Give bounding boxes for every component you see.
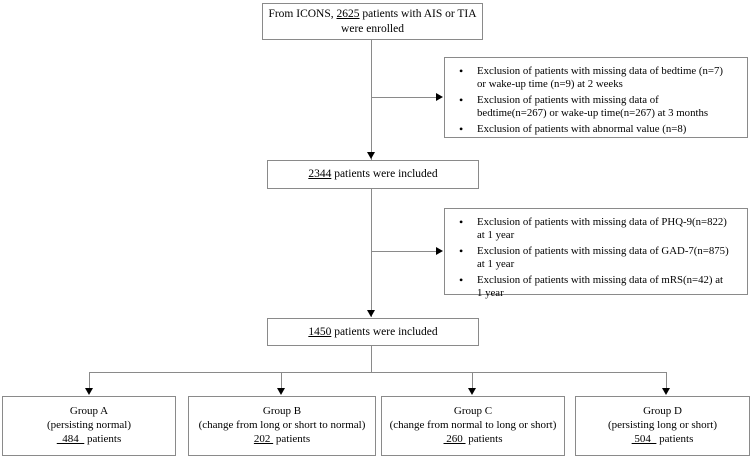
exclusion-2-item-1-line1: Exclusion of patients with missing data …: [477, 216, 727, 228]
node-enrolled-line2: were enrolled: [341, 22, 404, 35]
node-group-a: Group A (persisting normal) 484 patients: [2, 396, 176, 456]
node-included-1450: 1450 patients were included: [267, 318, 479, 346]
group-c-count-suffix: patients: [465, 432, 503, 445]
group-d-name: Group D: [643, 405, 682, 418]
group-d-description: (persisting long or short): [607, 419, 718, 432]
group-b-name: Group B: [262, 405, 302, 418]
group-a-description: (persisting normal): [46, 419, 131, 432]
arrow-to-exclusion-1: [436, 93, 443, 101]
exclusion-2-item-2-line2: at 1 year: [477, 258, 515, 271]
node-included-2344: 2344 patients were included: [267, 160, 479, 189]
node-included-2344-count: 2344: [308, 168, 332, 181]
node-included-1450-line: 1450 patients were included: [308, 325, 437, 339]
connector-drop-group-b: [281, 372, 282, 389]
node-included-2344-text: patients were included: [331, 168, 438, 181]
node-group-c: Group C (change from normal to long or s…: [381, 396, 565, 456]
group-b-count-suffix: patients: [273, 432, 311, 445]
group-a-count-line: 484 patients: [57, 433, 121, 447]
connector-drop-group-c: [472, 372, 473, 389]
arrow-to-group-b: [277, 388, 285, 395]
group-d-count-suffix: patients: [656, 432, 694, 445]
exclusion-1-item-2-line2: bedtime(n=267) or wake-up time(n=267) at…: [477, 107, 709, 120]
exclusion-2-item-3: • Exclusion of patients with missing dat…: [451, 272, 739, 301]
group-b-count-line: 202 patients: [254, 433, 310, 447]
arrow-to-1450: [367, 310, 375, 317]
exclusion-1-list: • Exclusion of patients with missing dat…: [451, 64, 739, 136]
exclusion-2-item-2-line1: Exclusion of patients with missing data …: [477, 244, 729, 257]
group-c-name: Group C: [453, 405, 493, 418]
connector-branch-exclusion-2: [371, 251, 436, 252]
bullet-icon: •: [459, 243, 464, 258]
exclusion-2-item-1-line2: at 1 year: [477, 229, 515, 242]
arrow-to-group-d: [662, 388, 670, 395]
bullet-icon: •: [459, 121, 464, 136]
connector-trunk-3: [371, 346, 372, 373]
node-included-1450-count: 1450: [308, 325, 332, 338]
bullet-icon: •: [459, 215, 464, 229]
node-enrolled-line1: From ICONS, 2625 patients with AIS or TI…: [268, 7, 476, 21]
group-c-count-line: 260 patients: [443, 432, 503, 447]
connector-trunk-2: [371, 189, 372, 317]
exclusion-1-item-2: • Exclusion of patients with missing dat…: [451, 92, 739, 121]
exclusion-2-item-3-line1: Exclusion of patients with missing data …: [477, 273, 723, 286]
node-group-d: Group D (persisting long or short) 504 p…: [575, 396, 750, 456]
node-group-b: Group B (change from long or short to no…: [188, 396, 376, 456]
node-included-2344-line: 2344 patients were included: [308, 167, 437, 181]
group-c-description: (change from normal to long or short): [389, 419, 557, 432]
arrow-to-2344: [367, 152, 375, 159]
bullet-icon: •: [459, 272, 464, 287]
node-enrolled-text-pre: From ICONS,: [268, 8, 337, 21]
exclusion-1-item-1-line1: Exclusion of patients with missing data …: [477, 65, 723, 77]
group-b-description: (change from long or short to normal): [198, 419, 366, 432]
arrow-to-group-a: [85, 388, 93, 395]
node-enrolled-text-post: patients with AIS or TIA: [359, 8, 477, 21]
node-enrolled: From ICONS, 2625 patients with AIS or TI…: [262, 3, 483, 40]
group-a-count: 484: [56, 432, 85, 445]
node-included-1450-text: patients were included: [331, 325, 438, 338]
group-d-count-line: 504 patients: [631, 432, 694, 447]
exclusion-1-item-1: • Exclusion of patients with missing dat…: [451, 64, 739, 92]
connector-branch-exclusion-1: [371, 97, 436, 98]
group-c-count: 260: [443, 432, 466, 445]
node-enrolled-count: 2625: [336, 8, 360, 21]
arrow-to-exclusion-2: [436, 247, 443, 255]
arrow-to-group-c: [468, 388, 476, 395]
bullet-icon: •: [459, 92, 464, 107]
group-a-name: Group A: [69, 405, 109, 418]
exclusion-2-item-2: • Exclusion of patients with missing dat…: [451, 243, 739, 272]
exclusion-1-item-3: • Exclusion of patients with abnormal va…: [451, 121, 739, 136]
exclusion-2-list: • Exclusion of patients with missing dat…: [451, 215, 739, 301]
connector-trunk-1: [371, 40, 372, 160]
exclusion-1-item-3-line1: Exclusion of patients with abnormal valu…: [477, 122, 687, 135]
connector-drop-group-d: [666, 372, 667, 389]
group-b-count: 202: [253, 432, 274, 445]
exclusion-1-item-2-line1: Exclusion of patients with missing data …: [477, 93, 659, 106]
group-d-count: 504: [631, 432, 657, 445]
exclusion-2-item-1: • Exclusion of patients with missing dat…: [451, 215, 739, 243]
connector-drop-group-a: [89, 372, 90, 389]
node-exclusion-2: • Exclusion of patients with missing dat…: [444, 208, 748, 299]
group-a-count-suffix: patients: [84, 432, 122, 445]
connector-distribution-bus: [89, 372, 666, 373]
bullet-icon: •: [459, 64, 464, 78]
exclusion-1-item-1-line2: or wake-up time (n=9) at 2 weeks: [477, 78, 623, 91]
exclusion-2-item-3-line2: 1 year: [477, 287, 504, 300]
node-exclusion-1: • Exclusion of patients with missing dat…: [444, 57, 748, 138]
